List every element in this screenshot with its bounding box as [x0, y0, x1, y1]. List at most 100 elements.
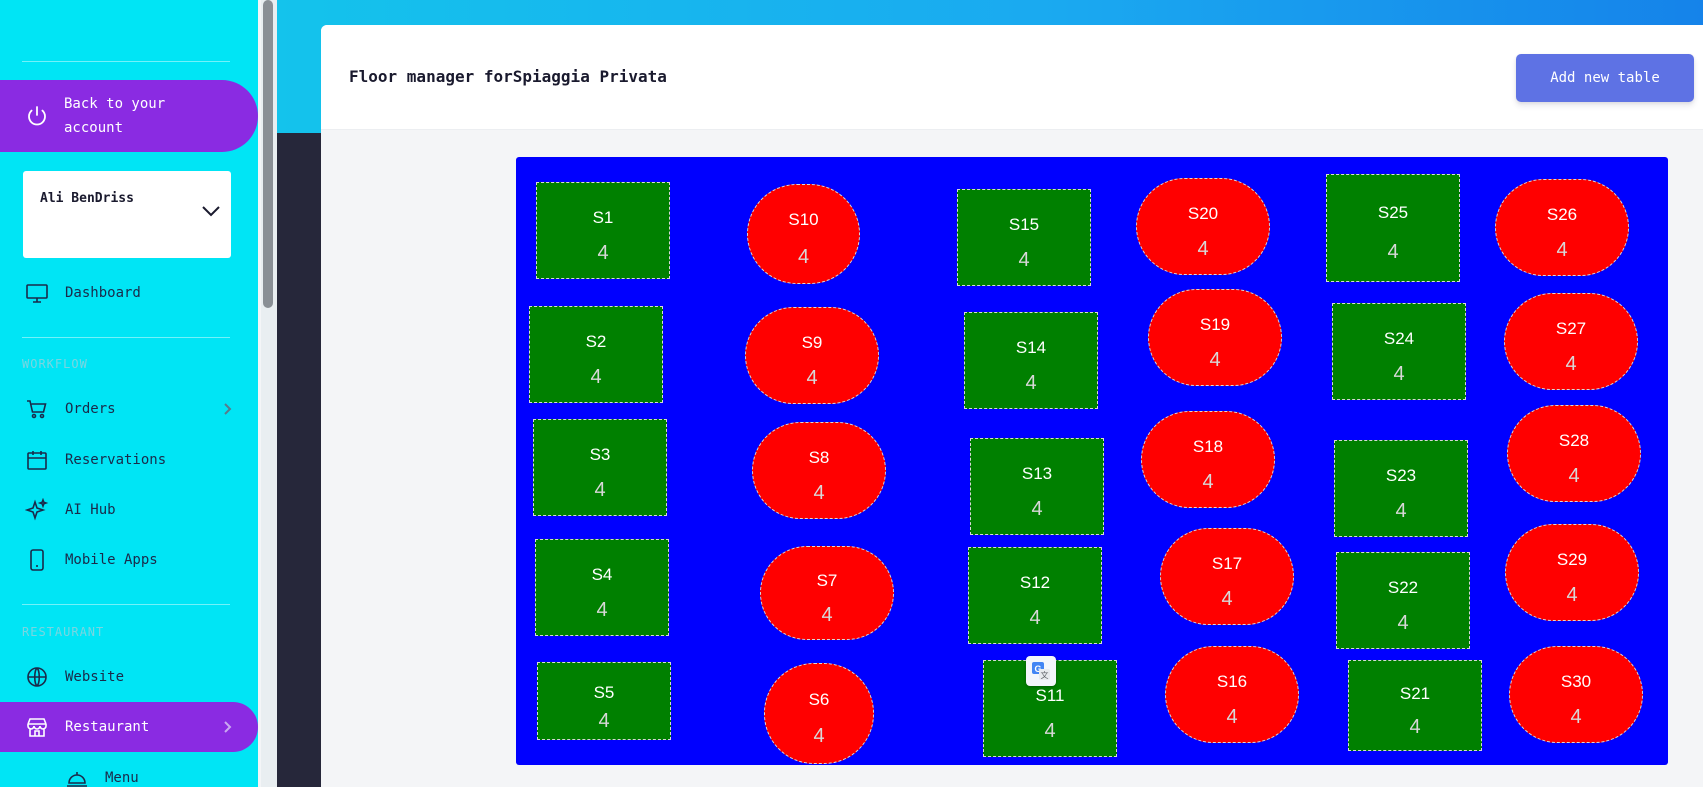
table-s2[interactable]: S2 4	[529, 306, 663, 403]
back-to-account-label: Back to your account	[64, 96, 166, 136]
table-capacity: 4	[597, 241, 609, 264]
table-capacity: 4	[1029, 606, 1041, 629]
table-s13[interactable]: S13 4	[970, 438, 1104, 535]
sidebar-item-label: Mobile Apps	[65, 552, 158, 568]
table-name: S10	[788, 210, 819, 230]
sidebar-item-label: Dashboard	[65, 285, 141, 301]
sidebar-divider	[22, 604, 230, 605]
table-name: S6	[808, 689, 830, 709]
sidebar-item-reservations[interactable]: Reservations	[0, 440, 258, 480]
table-name: S4	[591, 564, 613, 584]
table-name: S21	[1399, 684, 1431, 704]
table-name: S13	[1021, 463, 1053, 483]
back-to-account-button[interactable]: Back to your account	[0, 80, 258, 152]
sidebar-divider	[22, 61, 230, 62]
table-capacity: 4	[1031, 497, 1043, 520]
table-s6[interactable]: S6 4	[764, 663, 874, 764]
table-name: S16	[1216, 671, 1248, 691]
sidebar-item-label: Orders	[65, 401, 116, 417]
sidebar-item-ai-hub[interactable]: AI Hub	[0, 490, 258, 530]
table-name: S17	[1211, 553, 1243, 573]
sidebar-item-menu[interactable]: Menu	[0, 758, 258, 787]
table-capacity: 4	[1044, 719, 1056, 742]
table-capacity: 4	[1226, 705, 1238, 728]
google-translate-icon[interactable]: G 文	[1026, 656, 1056, 686]
table-capacity: 4	[590, 365, 602, 388]
table-capacity: 4	[1018, 248, 1030, 271]
sidebar: Back to your account Ali BenDriss Dashbo…	[0, 0, 258, 787]
table-capacity: 4	[1565, 352, 1577, 375]
table-name: S11	[1035, 685, 1065, 705]
table-capacity: 4	[813, 481, 825, 504]
table-name: S22	[1387, 577, 1419, 597]
table-s16[interactable]: S16 4	[1165, 646, 1299, 743]
table-capacity: 4	[598, 710, 610, 733]
section-heading-workflow: WORKFLOW	[22, 357, 88, 371]
section-heading-restaurant: RESTAURANT	[22, 625, 105, 639]
calendar-icon	[27, 451, 47, 470]
sparkles-icon	[25, 498, 49, 521]
sidebar-item-dashboard[interactable]: Dashboard	[0, 273, 258, 313]
table-name: S9	[801, 332, 823, 352]
table-name: S2	[585, 331, 607, 351]
table-capacity: 4	[596, 598, 608, 621]
user-switcher[interactable]: Ali BenDriss	[23, 171, 231, 258]
globe-icon	[27, 667, 47, 687]
sidebar-item-orders[interactable]: Orders	[0, 389, 258, 429]
table-name: S26	[1546, 204, 1578, 224]
table-s25[interactable]: S25 4	[1326, 174, 1460, 282]
sidebar-scrollbar-thumb[interactable]	[263, 0, 273, 308]
table-name: S30	[1560, 671, 1592, 691]
cart-icon	[27, 400, 47, 419]
chevron-right-icon	[224, 721, 232, 733]
sidebar-item-label: AI Hub	[65, 502, 116, 518]
table-capacity: 4	[594, 478, 606, 501]
sidebar-item-label: Website	[65, 669, 125, 685]
table-name: S25	[1377, 202, 1409, 222]
table-s4[interactable]: S4 4	[535, 539, 669, 636]
table-name: S7	[816, 570, 838, 590]
table-capacity: 4	[821, 604, 833, 627]
table-capacity: 4	[1197, 237, 1209, 260]
smartphone-icon	[30, 549, 44, 571]
table-name: S5	[593, 682, 615, 702]
add-new-table-button[interactable]: Add new table	[1516, 54, 1694, 102]
table-capacity: 4	[1397, 611, 1409, 634]
sidebar-item-label: Reservations	[65, 452, 167, 468]
chevron-right-icon	[224, 403, 232, 415]
table-name: S18	[1192, 436, 1224, 456]
sidebar-item-restaurant[interactable]: Restaurant	[0, 702, 258, 752]
sidebar-item-website[interactable]: Website	[0, 657, 258, 697]
table-s22[interactable]: S22 4	[1336, 552, 1470, 649]
sidebar-item-label: Restaurant	[65, 719, 150, 735]
power-icon	[28, 106, 46, 126]
table-capacity: 4	[813, 725, 825, 748]
user-name: Ali BenDriss	[40, 191, 134, 206]
table-capacity: 4	[1387, 240, 1399, 263]
sidebar-item-mobile-apps[interactable]: Mobile Apps	[0, 540, 258, 580]
table-name: S19	[1199, 314, 1231, 334]
table-s7[interactable]: S7 4	[760, 546, 894, 640]
